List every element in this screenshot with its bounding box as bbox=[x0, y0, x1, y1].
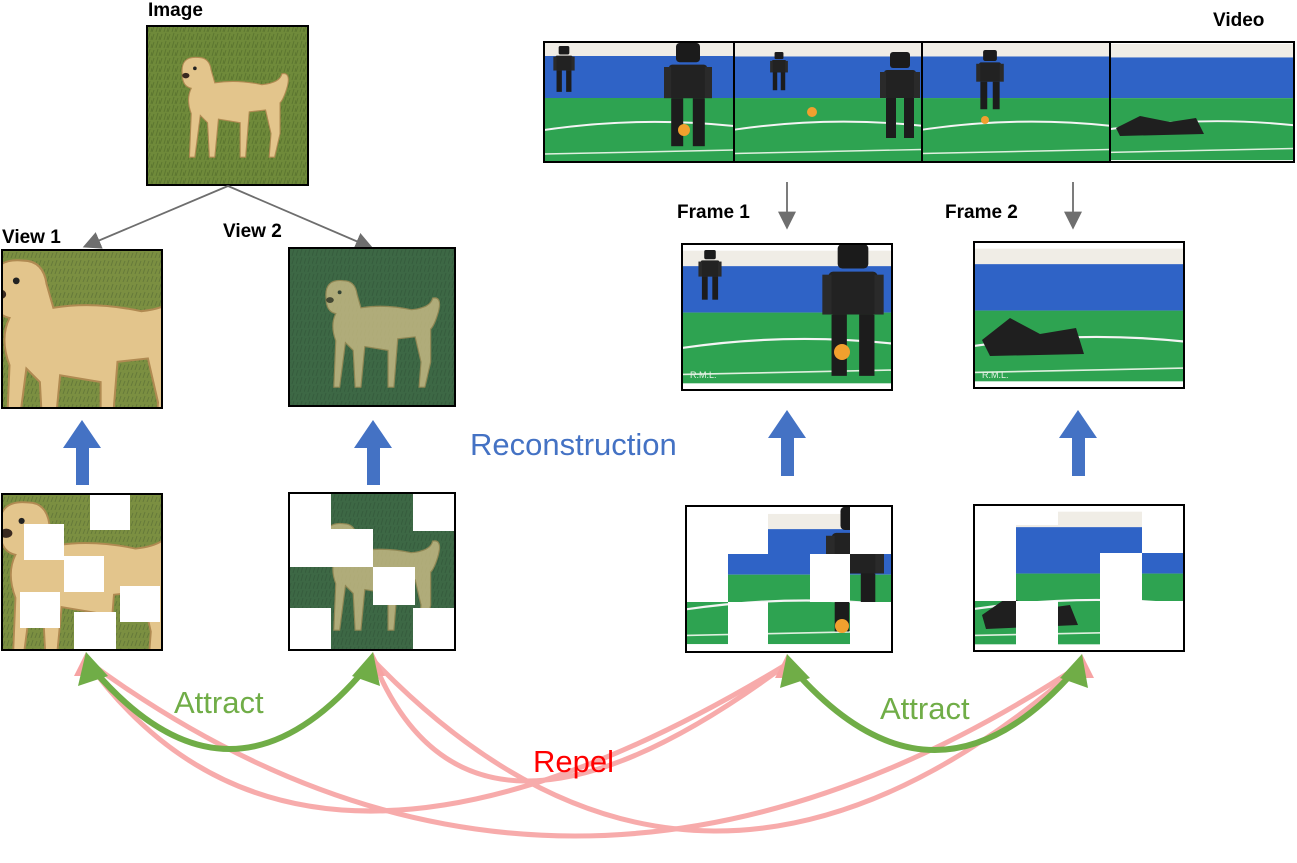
view1-image bbox=[1, 249, 163, 409]
masked-view1 bbox=[1, 493, 163, 651]
frame1-label: Frame 1 bbox=[677, 202, 750, 223]
frame2-label: Frame 2 bbox=[945, 202, 1018, 223]
masked-frame1 bbox=[685, 505, 893, 653]
video-label: Video bbox=[1213, 10, 1264, 31]
frame1-watermark: R.M.L. bbox=[690, 370, 717, 380]
attract-label-left: Attract bbox=[174, 685, 264, 720]
masked-view2 bbox=[288, 492, 456, 651]
frame1-image: R.M.L. bbox=[681, 243, 893, 391]
masked-frame2 bbox=[973, 504, 1185, 652]
attract-label-right: Attract bbox=[880, 691, 970, 726]
attract-arc-right bbox=[780, 654, 1088, 753]
video-strip bbox=[543, 41, 1295, 163]
reconstruction-label: Reconstruction bbox=[470, 427, 677, 462]
view2-label: View 2 bbox=[223, 221, 282, 242]
frame2-image: R.M.L. bbox=[973, 241, 1185, 389]
up-arrow-view1 bbox=[63, 420, 101, 485]
image-to-view2-arrow bbox=[227, 185, 374, 250]
up-arrow-frame1 bbox=[768, 410, 806, 476]
image-to-view1-arrow bbox=[82, 185, 229, 249]
repel-arrowheads bbox=[74, 652, 1094, 678]
view1-label: View 1 bbox=[2, 227, 61, 248]
up-arrow-view2 bbox=[354, 420, 392, 485]
attract-arc-left bbox=[78, 652, 380, 752]
frame2-watermark: R.M.L. bbox=[982, 370, 1009, 380]
repel-label: Repel bbox=[533, 744, 614, 779]
image-label: Image bbox=[148, 0, 203, 21]
up-arrow-frame2 bbox=[1059, 410, 1097, 476]
source-image bbox=[146, 25, 309, 186]
view2-image bbox=[288, 247, 456, 407]
